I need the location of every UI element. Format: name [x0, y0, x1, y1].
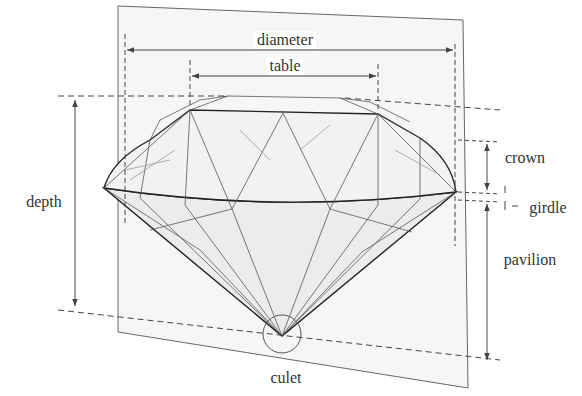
part-label: culet — [267, 369, 304, 387]
part-label: table — [266, 57, 303, 75]
part-label: depth — [23, 193, 65, 211]
part-label: girdle — [526, 199, 569, 217]
part-label: diameter — [254, 31, 316, 49]
part-label: pavilion — [501, 251, 559, 269]
part-label: crown — [502, 149, 548, 167]
